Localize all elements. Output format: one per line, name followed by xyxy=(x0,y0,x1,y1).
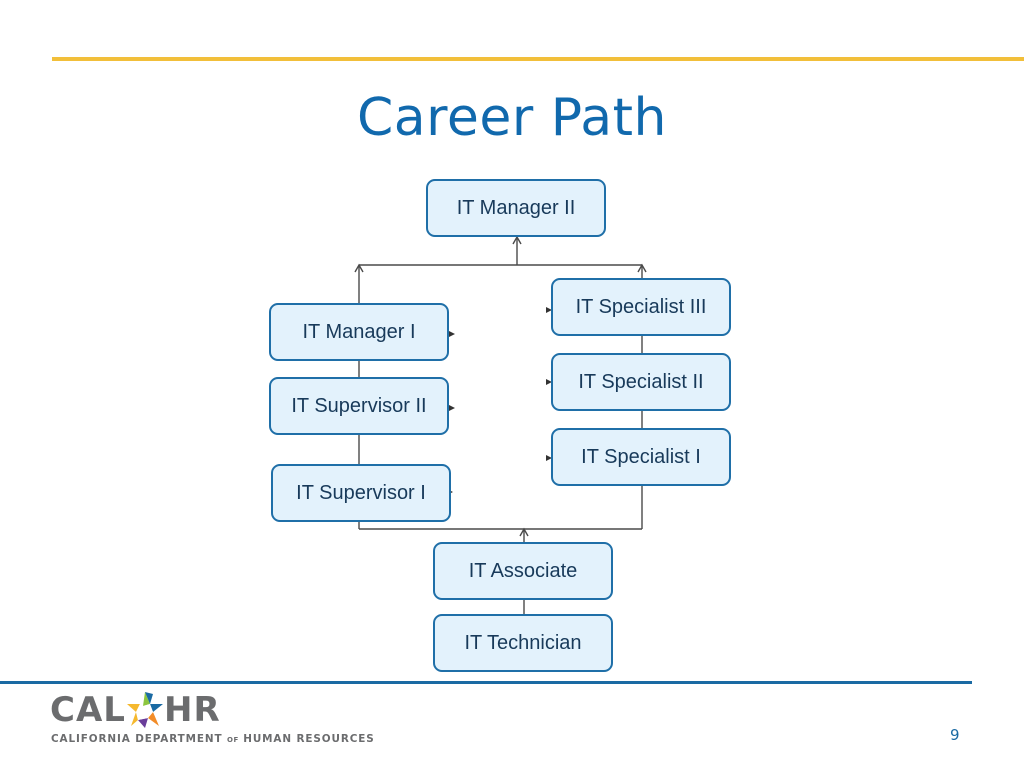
bottom-divider xyxy=(0,681,972,684)
node-it-specialist-i[interactable]: IT Specialist I xyxy=(551,428,731,486)
node-it-manager-i[interactable]: IT Manager I xyxy=(269,303,449,361)
page-number: 9 xyxy=(950,726,960,744)
star-people-icon xyxy=(127,692,163,728)
node-label: IT Specialist II xyxy=(578,370,704,393)
node-label: IT Manager II xyxy=(456,196,576,219)
logo-tagline: CALIFORNIA DEPARTMENT OF HUMAN RESOURCES xyxy=(51,733,375,745)
node-label: IT Supervisor II xyxy=(291,394,427,417)
node-it-associate[interactable]: IT Associate xyxy=(433,542,613,600)
node-it-manager-ii[interactable]: IT Manager II xyxy=(426,179,606,237)
node-it-specialist-ii[interactable]: IT Specialist II xyxy=(551,353,731,411)
node-label: IT Specialist I xyxy=(581,445,701,468)
calhr-logo: CAL HR CALIFORNIA DEPARTMENT OF HUMAN RE… xyxy=(50,690,374,750)
node-it-specialist-iii[interactable]: IT Specialist III xyxy=(551,278,731,336)
node-label: IT Technician xyxy=(464,631,582,654)
slide-title: Career Path xyxy=(356,88,668,148)
node-label: IT Supervisor I xyxy=(296,481,426,504)
node-label: IT Manager I xyxy=(302,320,416,343)
node-it-technician[interactable]: IT Technician xyxy=(433,614,613,672)
node-it-supervisor-i[interactable]: IT Supervisor I xyxy=(271,464,451,522)
node-label: IT Specialist III xyxy=(575,295,707,318)
logo-text-hr: HR xyxy=(164,690,221,730)
node-it-supervisor-ii[interactable]: IT Supervisor II xyxy=(269,377,449,435)
top-divider xyxy=(52,57,1024,61)
node-label: IT Associate xyxy=(468,559,578,582)
logo-text-cal: CAL xyxy=(50,690,126,730)
